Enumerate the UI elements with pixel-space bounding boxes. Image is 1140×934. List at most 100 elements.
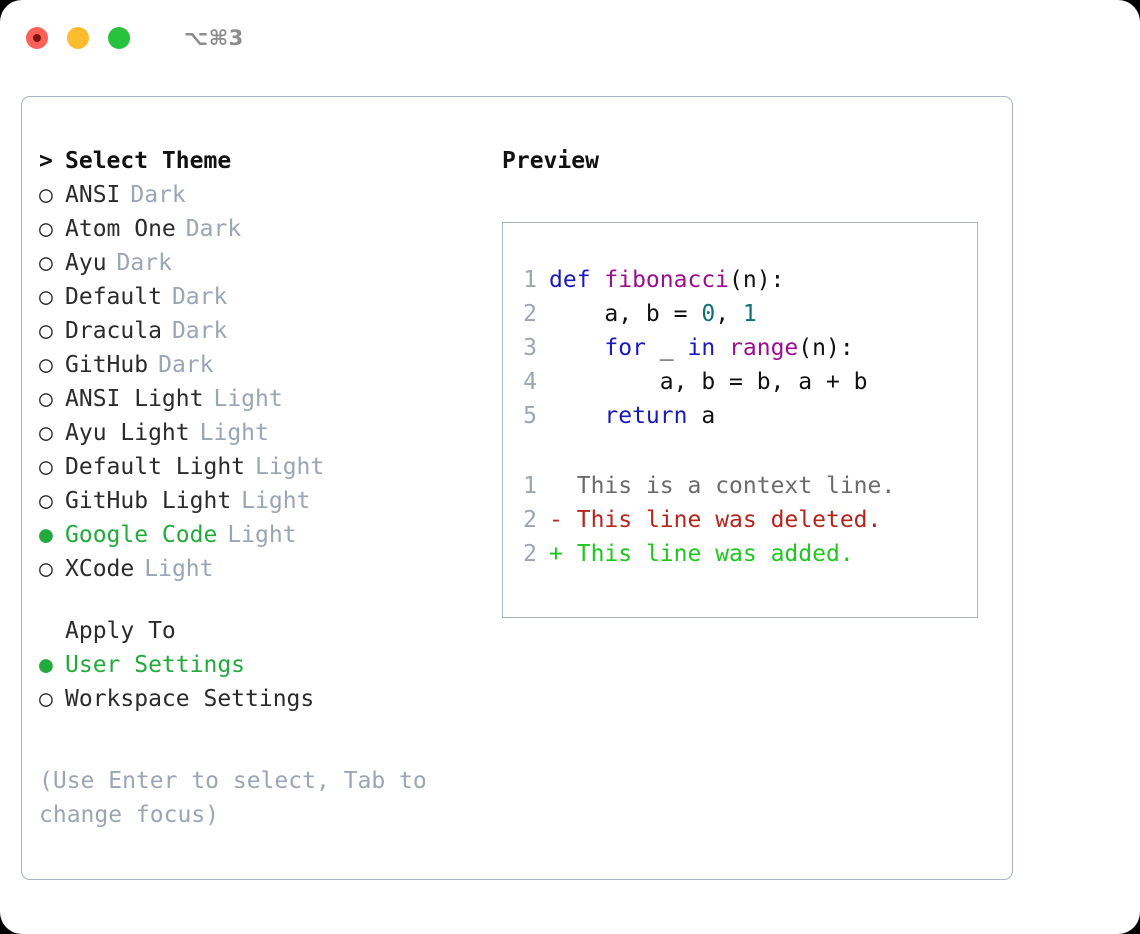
theme-option-google-code-light[interactable]: ● Google Code Light (39, 522, 494, 556)
theme-option-category: Light (199, 420, 269, 446)
radio-off-icon: ○ (39, 556, 53, 582)
theme-option-category: Dark (185, 216, 242, 242)
theme-picker-column: > Select Theme ○ ANSI Dark ○ Atom One Da… (39, 148, 494, 832)
code-token: range (729, 335, 799, 361)
code-token: for (604, 335, 646, 361)
theme-option-category: Dark (116, 250, 172, 276)
theme-option-category: Light (144, 556, 214, 582)
theme-option-category: Dark (171, 318, 228, 344)
code-content: return a (549, 403, 715, 429)
maximize-button[interactable] (108, 27, 130, 49)
code-line: 4 a, b = b, a + b (503, 369, 977, 403)
code-token: (n): (798, 335, 854, 361)
code-line: 3 for _ in range(n): (503, 335, 977, 369)
diff-sign: + (549, 541, 563, 567)
radio-off-icon: ○ (39, 284, 53, 310)
code-token: fibonacci (604, 267, 730, 293)
radio-on-icon: ● (39, 652, 53, 678)
diff-text: This line was deleted. (576, 507, 882, 533)
keyboard-shortcut-label: ⌥⌘3 (184, 26, 244, 50)
code-token: a, b = b, a + b (549, 369, 868, 395)
theme-option-xcode-light[interactable]: ○ XCode Light (39, 556, 494, 590)
theme-option-category: Light (213, 386, 283, 412)
diff-line-added: 2 + This line was added. (503, 541, 977, 575)
preview-column: Preview 1 def fibonacci(n): 2 a, b = 0, … (502, 148, 992, 618)
theme-option-github-light[interactable]: ○ GitHub Light Light (39, 488, 494, 522)
minimize-button[interactable] (67, 27, 89, 49)
line-number: 3 (523, 335, 537, 361)
caret-icon: > (39, 148, 53, 174)
radio-off-icon: ○ (39, 250, 53, 276)
radio-off-icon: ○ (39, 182, 53, 208)
code-sample: 1 def fibonacci(n): 2 a, b = 0, 1 3 for … (503, 267, 977, 437)
code-content: a, b = 0, 1 (549, 301, 757, 327)
theme-option-category: Dark (158, 352, 214, 378)
code-token: a, b = (549, 301, 702, 327)
theme-option-ayu-dark[interactable]: ○ Ayu Dark (39, 250, 494, 284)
code-token: return (604, 403, 688, 429)
theme-option-label: Default Light (65, 454, 246, 480)
diff-line-deleted: 2 - This line was deleted. (503, 507, 977, 541)
line-number: 2 (523, 507, 537, 533)
preview-gap (503, 437, 977, 473)
section-spacer (39, 590, 494, 618)
theme-option-label: GitHub Light (65, 488, 232, 514)
code-token: 1 (742, 301, 757, 327)
radio-off-icon: ○ (39, 686, 53, 712)
main-panel: > Select Theme ○ ANSI Dark ○ Atom One Da… (21, 96, 1013, 880)
apply-to-option-user-settings[interactable]: ● User Settings (39, 652, 494, 686)
code-token: (n): (729, 267, 785, 293)
theme-option-ansi-dark[interactable]: ○ ANSI Dark (39, 182, 494, 216)
theme-option-dracula-dark[interactable]: ○ Dracula Dark (39, 318, 494, 352)
theme-option-github-dark[interactable]: ○ GitHub Dark (39, 352, 494, 386)
theme-option-label: ANSI Light (65, 386, 204, 412)
diff-content (563, 507, 577, 533)
theme-option-label: Default (65, 284, 162, 310)
line-number: 2 (523, 541, 537, 567)
code-line: 1 def fibonacci(n): (503, 267, 977, 301)
theme-picker-title: Select Theme (65, 148, 232, 174)
theme-option-atom-one-dark[interactable]: ○ Atom One Dark (39, 216, 494, 250)
apply-to-option-label: Workspace Settings (65, 686, 315, 712)
theme-option-ansi-light[interactable]: ○ ANSI Light Light (39, 386, 494, 420)
preview-title: Preview (502, 148, 599, 174)
code-token (715, 335, 729, 361)
code-content: def fibonacci(n): (549, 267, 784, 293)
theme-option-label: Google Code (65, 522, 218, 548)
line-number: 5 (523, 403, 537, 429)
radio-off-icon: ○ (39, 352, 53, 378)
diff-line-context: 1 This is a context line. (503, 473, 977, 507)
diff-sign (549, 473, 563, 499)
radio-off-icon: ○ (39, 318, 53, 344)
theme-option-category: Dark (130, 182, 186, 208)
theme-option-label: Ayu Light (65, 420, 190, 446)
theme-option-label: ANSI (65, 182, 121, 208)
diff-sample: 1 This is a context line. 2 - This line … (503, 473, 977, 575)
apply-to-option-workspace-settings[interactable]: ○ Workspace Settings (39, 686, 494, 720)
code-token (549, 403, 604, 429)
theme-option-default-light[interactable]: ○ Default Light Light (39, 454, 494, 488)
radio-off-icon: ○ (39, 488, 53, 514)
diff-text: This is a context line. (576, 473, 896, 499)
code-line: 2 a, b = 0, 1 (503, 301, 977, 335)
theme-option-default-dark[interactable]: ○ Default Dark (39, 284, 494, 318)
code-content: for _ in range(n): (549, 335, 854, 361)
code-token: 0 (701, 301, 716, 327)
close-button[interactable] (26, 27, 48, 49)
hint-spacer (39, 720, 494, 760)
theme-option-category: Dark (171, 284, 228, 310)
diff-sign: - (549, 507, 563, 533)
window-controls (26, 27, 130, 49)
radio-off-icon: ○ (39, 216, 53, 242)
diff-text: This line was added. (576, 541, 854, 567)
theme-option-label: Dracula (65, 318, 162, 344)
code-token: , (715, 301, 743, 327)
radio-off-icon: ○ (39, 454, 53, 480)
code-token (549, 335, 604, 361)
radio-off-icon: ○ (39, 420, 53, 446)
theme-option-ayu-light[interactable]: ○ Ayu Light Light (39, 420, 494, 454)
apply-to-section: ○ Apply To ● User Settings ○ Workspace S… (39, 618, 494, 720)
code-line: 5 return a (503, 403, 977, 437)
code-token: def (549, 267, 605, 293)
